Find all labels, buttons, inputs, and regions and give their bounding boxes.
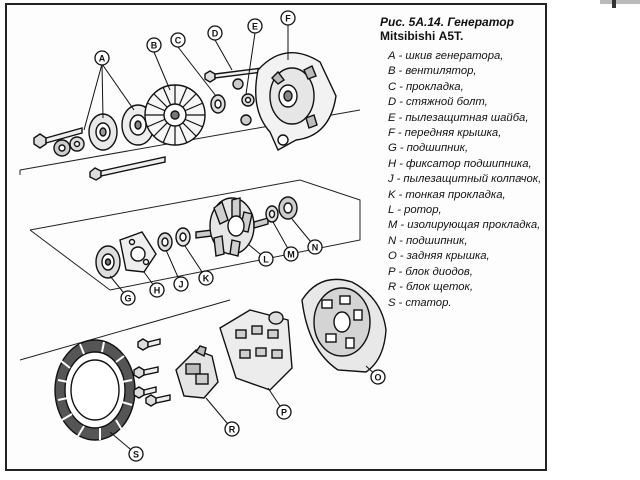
plane-middle-left — [29, 229, 111, 291]
svg-text:O: O — [374, 373, 381, 383]
callout-r: R — [224, 421, 240, 437]
legend-item-s: S-статор. — [388, 296, 452, 309]
legend-item-n: N-подшипник, — [388, 234, 468, 247]
callout-p: P — [276, 404, 292, 420]
bearing-retainer-icon — [119, 231, 157, 273]
legend-list: A-шкив генератора, B-вентилятор, C-прокл… — [380, 49, 548, 311]
callout-f: F — [280, 10, 296, 26]
top-row-parts — [33, 52, 337, 181]
fan-icon — [144, 84, 206, 146]
plane-middle — [29, 179, 361, 291]
pulley-icon — [88, 113, 118, 151]
washer-icon — [69, 136, 85, 152]
svg-text:H: H — [154, 286, 161, 296]
callout-n: N — [307, 239, 323, 255]
legend-item-d: D-стяжной болт, — [388, 96, 488, 109]
callout-e: E — [247, 18, 263, 34]
svg-text:G: G — [124, 294, 131, 304]
figure-title: Рис. 5А.14. Генератор — [380, 15, 514, 29]
callout-o: O — [370, 369, 386, 385]
callout-s: S — [128, 446, 144, 462]
svg-text:R: R — [229, 425, 236, 435]
callout-labels: A B C D E F G H J K L M N O P R S — [94, 10, 386, 462]
callout-a: A — [94, 50, 110, 66]
legend-item-m: M-изолирующая прокладка, — [388, 219, 541, 232]
stator-icon — [54, 339, 136, 441]
legend-item-c: C-прокладка, — [388, 80, 464, 93]
plane-line-bottom — [19, 299, 231, 361]
legend-item-e: E-пылезащитная шайба, — [388, 111, 529, 124]
legend-item-k: K-тонкая прокладка, — [388, 188, 506, 201]
callout-l: L — [258, 251, 274, 267]
legend-item-a: A-шкив генератора, — [388, 50, 504, 62]
callout-j: J — [173, 276, 189, 292]
callout-c: C — [170, 32, 186, 48]
svg-text:E: E — [252, 22, 258, 32]
through-bolt-icon — [204, 67, 263, 83]
legend-item-o: O-задняя крышка, — [388, 250, 490, 263]
rotor-icon — [195, 197, 269, 257]
svg-text:A: A — [99, 54, 106, 64]
callout-m: M — [283, 246, 299, 262]
legend-item-r: R-блок щеток, — [388, 281, 473, 294]
bearing-icon — [95, 245, 121, 279]
long-bolt-icon — [89, 156, 166, 181]
page-edge-tick — [612, 0, 616, 8]
legend-item-l: L-ротор, — [388, 204, 442, 217]
brush-holder-icon — [175, 345, 219, 399]
rear-bearing-icon — [278, 196, 298, 220]
svg-text:J: J — [178, 280, 183, 290]
svg-text:M: M — [287, 250, 295, 260]
front-cover-icon — [255, 52, 337, 151]
nut-icon — [53, 139, 71, 157]
callout-b: B — [146, 37, 162, 53]
svg-text:N: N — [312, 243, 319, 253]
bottom-row-parts — [54, 278, 387, 441]
svg-text:F: F — [285, 14, 291, 24]
rear-cover-icon — [301, 278, 387, 373]
callout-g: G — [120, 290, 136, 306]
figure-subtitle: Mitsibishi А5Т. — [380, 29, 464, 43]
legend-item-h: H-фиксатор подшипника, — [388, 157, 532, 170]
svg-text:D: D — [212, 29, 219, 39]
small-bolt-icon-3 — [133, 386, 171, 407]
svg-text:C: C — [175, 36, 182, 46]
callout-d: D — [207, 25, 223, 41]
small-bolt-icon — [137, 338, 161, 351]
middle-row-parts — [95, 196, 298, 279]
dust-washer-icon — [232, 78, 255, 126]
diode-block-icon — [219, 309, 293, 391]
legend-item-g: G-подшипник, — [388, 142, 469, 155]
insulating-washer-icon — [265, 205, 279, 223]
svg-text:S: S — [133, 450, 139, 460]
legend-item-j: J-пылезащитный колпачок, — [388, 173, 542, 186]
svg-text:P: P — [281, 408, 287, 418]
thin-shim-icon — [175, 227, 191, 247]
legend-item-f: F-передняя крышка, — [388, 127, 502, 140]
figure-caption: Рис. 5А.14. Генератор Mitsibishi А5Т. A-… — [380, 15, 548, 311]
callout-k: K — [198, 270, 214, 286]
spacer-icon — [210, 94, 226, 114]
legend-item-b: B-вентилятор, — [388, 65, 477, 78]
page-edge-mark — [600, 0, 640, 4]
bolt-icon — [33, 127, 83, 149]
svg-text:B: B — [151, 41, 158, 51]
svg-text:L: L — [263, 255, 269, 265]
svg-text:K: K — [203, 274, 210, 284]
legend-item-p: P-блок диодов, — [388, 265, 473, 278]
dust-cap-icon — [157, 232, 173, 252]
small-bolt-icon-2 — [133, 366, 159, 379]
callout-h: H — [149, 282, 165, 298]
